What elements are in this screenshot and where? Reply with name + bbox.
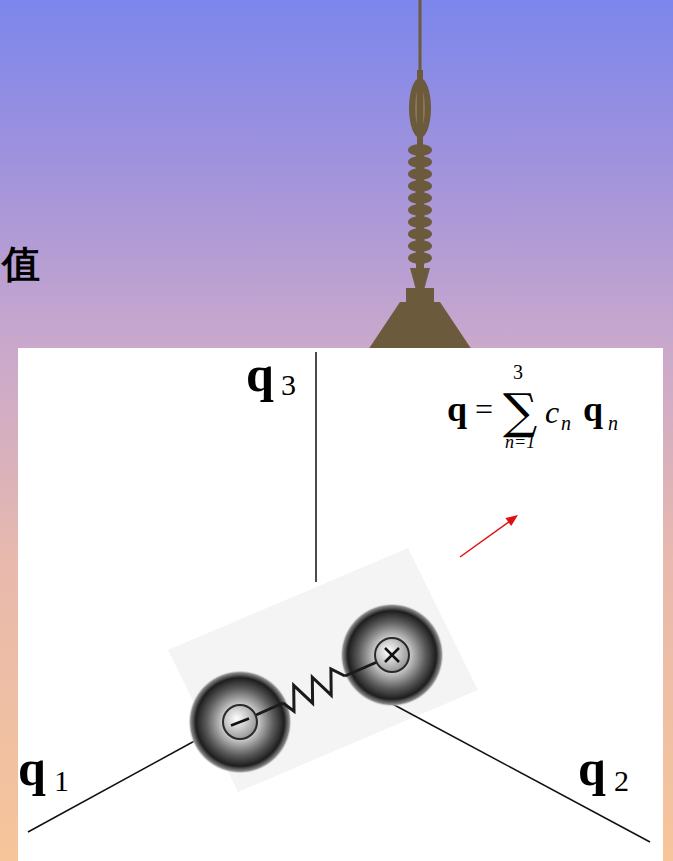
q3-axis [315, 352, 317, 582]
formula-sum: ∑ [503, 387, 537, 435]
formula-coefficient: c [545, 396, 559, 428]
axis-subscript: 1 [54, 766, 69, 796]
formula-vector: q [447, 391, 467, 427]
dipole-figure [188, 603, 444, 774]
sum-upper-limit: 3 [513, 362, 523, 382]
figure-panel [18, 348, 663, 861]
axis-label: q [578, 743, 606, 793]
axis-label: q [18, 743, 46, 793]
heading-fragment: 值 [2, 245, 40, 283]
axis-label: q [246, 349, 274, 399]
direction-arrow [460, 515, 518, 557]
q2-axis [385, 700, 650, 842]
axis-subscript: 3 [281, 370, 296, 400]
pagoda-silhouette [368, 0, 472, 350]
formula-vector: q [583, 391, 603, 427]
q1-axis [28, 738, 200, 832]
sum-lower-limit: n=1 [505, 433, 535, 451]
backdrop-square [168, 548, 478, 792]
axis-subscript: 2 [614, 766, 629, 796]
formula-equals: = [475, 393, 493, 425]
formula-subscript: n [608, 413, 618, 433]
formula-subscript: n [561, 413, 571, 433]
